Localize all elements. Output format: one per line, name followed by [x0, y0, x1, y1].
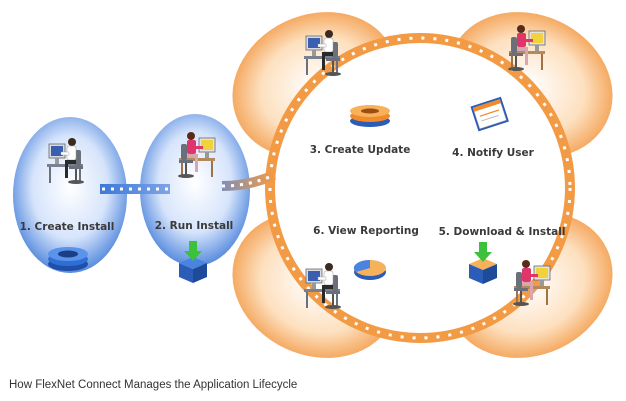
step-2-label: 2. Run Install: [155, 220, 234, 232]
stacked-disks-icon: [48, 247, 88, 271]
connector-1-2: [100, 184, 170, 194]
step-4-label: 4. Notify User: [452, 147, 535, 159]
download-box-icon: [469, 242, 497, 284]
step-5-label: 5. Download & Install: [439, 226, 566, 238]
pie-chart-icon: [353, 259, 386, 280]
notification-window-icon: [470, 96, 509, 132]
step-2-bubble: [140, 114, 250, 266]
step-1-bubble: [13, 117, 127, 273]
update-disk-stack-icon: [350, 105, 390, 127]
lifecycle-diagram: 1. Create Install 2. Run Install 3. Crea…: [13, 12, 613, 358]
cycle-ring-chevrons: [268, 36, 572, 340]
step-1-label: 1. Create Install: [20, 221, 115, 233]
step-3-label: 3. Create Update: [310, 144, 411, 156]
connector-2-cycle-chevrons: [221, 173, 275, 188]
figure-caption: How FlexNet Connect Manages the Applicat…: [9, 379, 298, 391]
step-6-label: 6. View Reporting: [313, 225, 419, 237]
download-box-icon: [179, 241, 207, 283]
